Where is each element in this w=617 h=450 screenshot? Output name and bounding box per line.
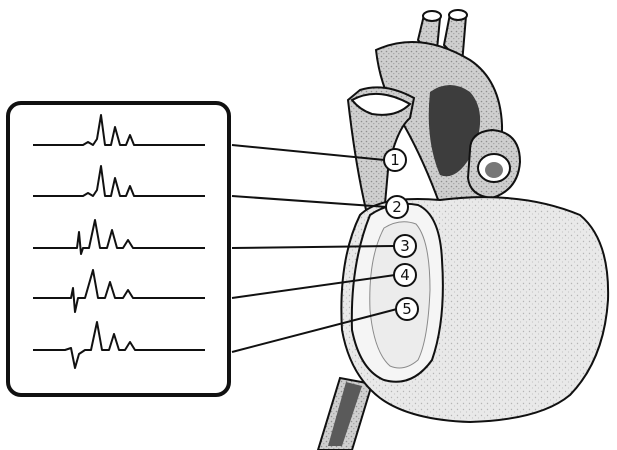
marker-5: 5 <box>396 298 418 320</box>
marker-3: 3 <box>394 235 416 257</box>
marker-2: 2 <box>386 196 408 218</box>
marker-label-5: 5 <box>402 300 412 318</box>
marker-label-3: 3 <box>400 237 410 255</box>
marker-label-1: 1 <box>390 151 400 169</box>
marker-1: 1 <box>384 149 406 171</box>
marker-label-2: 2 <box>392 198 402 216</box>
marker-4: 4 <box>394 264 416 286</box>
heart-illustration <box>318 10 608 450</box>
marker-label-4: 4 <box>400 266 410 284</box>
ecg-panel <box>8 103 229 395</box>
